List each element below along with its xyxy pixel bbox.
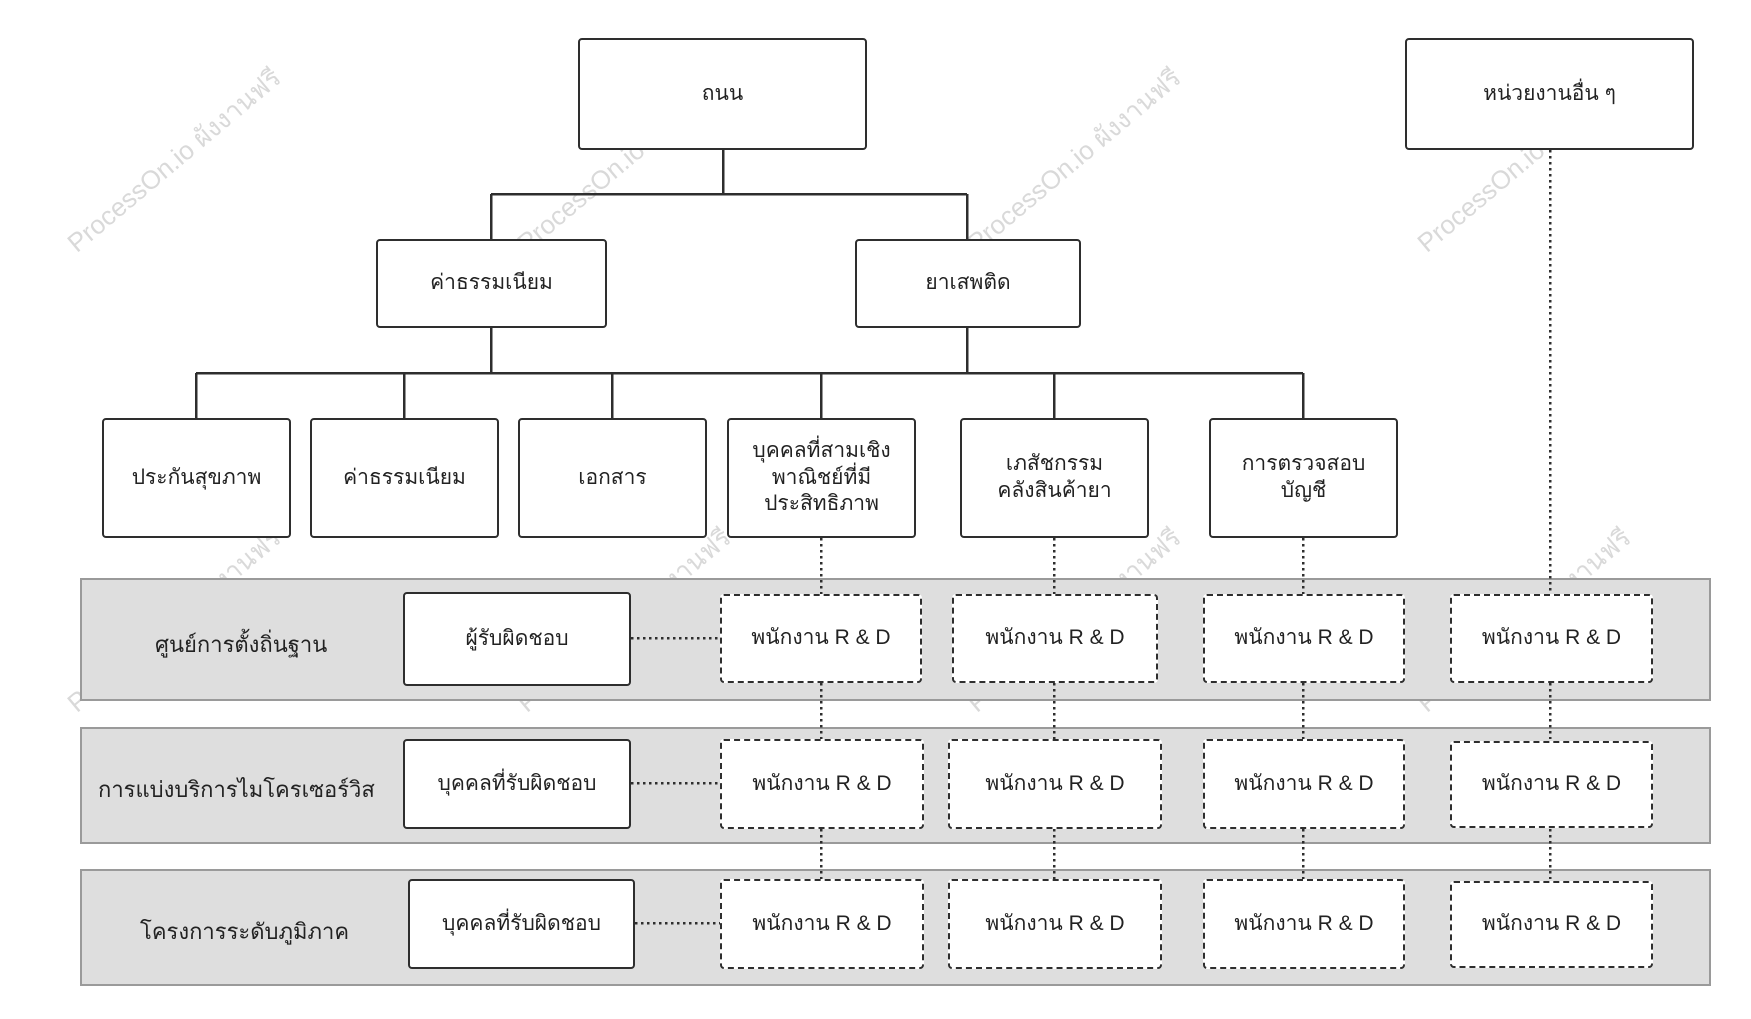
lane-1-cell-3: พนักงาน R & D <box>1203 594 1405 683</box>
lane-1-cell-4: พนักงาน R & D <box>1450 594 1653 683</box>
node-fees: ค่าธรรมเนียม <box>376 239 607 328</box>
node-top: ถนน <box>578 38 867 150</box>
node-health-insurance: ประกันสุขภาพ <box>102 418 291 538</box>
node-third-party: บุคคลที่สามเชิง พาณิชย์ที่มี ประสิทธิภาพ <box>727 418 916 538</box>
lane-3-cell-4: พนักงาน R & D <box>1450 881 1653 968</box>
node-documents: เอกสาร <box>518 418 707 538</box>
swimlane-3-label: โครงการระดับภูมิภาค <box>140 919 350 944</box>
swimlane-1-label: ศูนย์การตั้งถิ่นฐาน <box>155 632 328 657</box>
lane-3-cell-3: พนักงาน R & D <box>1203 879 1405 969</box>
lane-1-owner: ผู้รับผิดชอบ <box>403 592 631 686</box>
lane-2-cell-3: พนักงาน R & D <box>1203 739 1405 829</box>
lane-2-cell-4: พนักงาน R & D <box>1450 741 1653 828</box>
lane-1-cell-1: พนักงาน R & D <box>720 594 922 683</box>
lane-2-cell-2: พนักงาน R & D <box>948 739 1162 829</box>
swimlane-2-label: การแบ่งบริการไมโครเซอร์วิส <box>98 777 375 802</box>
lane-2-cell-1: พนักงาน R & D <box>720 739 924 829</box>
lane-2-owner: บุคคลที่รับผิดชอบ <box>403 739 631 829</box>
node-drugs: ยาเสพติด <box>855 239 1081 328</box>
lane-3-owner: บุคคลที่รับผิดชอบ <box>408 879 635 969</box>
lane-1-cell-2: พนักงาน R & D <box>952 594 1158 683</box>
lane-3-cell-1: พนักงาน R & D <box>720 879 924 969</box>
node-pharmacy: เภสัชกรรม คลังสินค้ายา <box>960 418 1149 538</box>
lane-3-cell-2: พนักงาน R & D <box>948 879 1162 969</box>
node-fees-leaf: ค่าธรรมเนียม <box>310 418 499 538</box>
node-other-units: หน่วยงานอื่น ๆ <box>1405 38 1694 150</box>
node-audit: การตรวจสอบ บัญชี <box>1209 418 1398 538</box>
